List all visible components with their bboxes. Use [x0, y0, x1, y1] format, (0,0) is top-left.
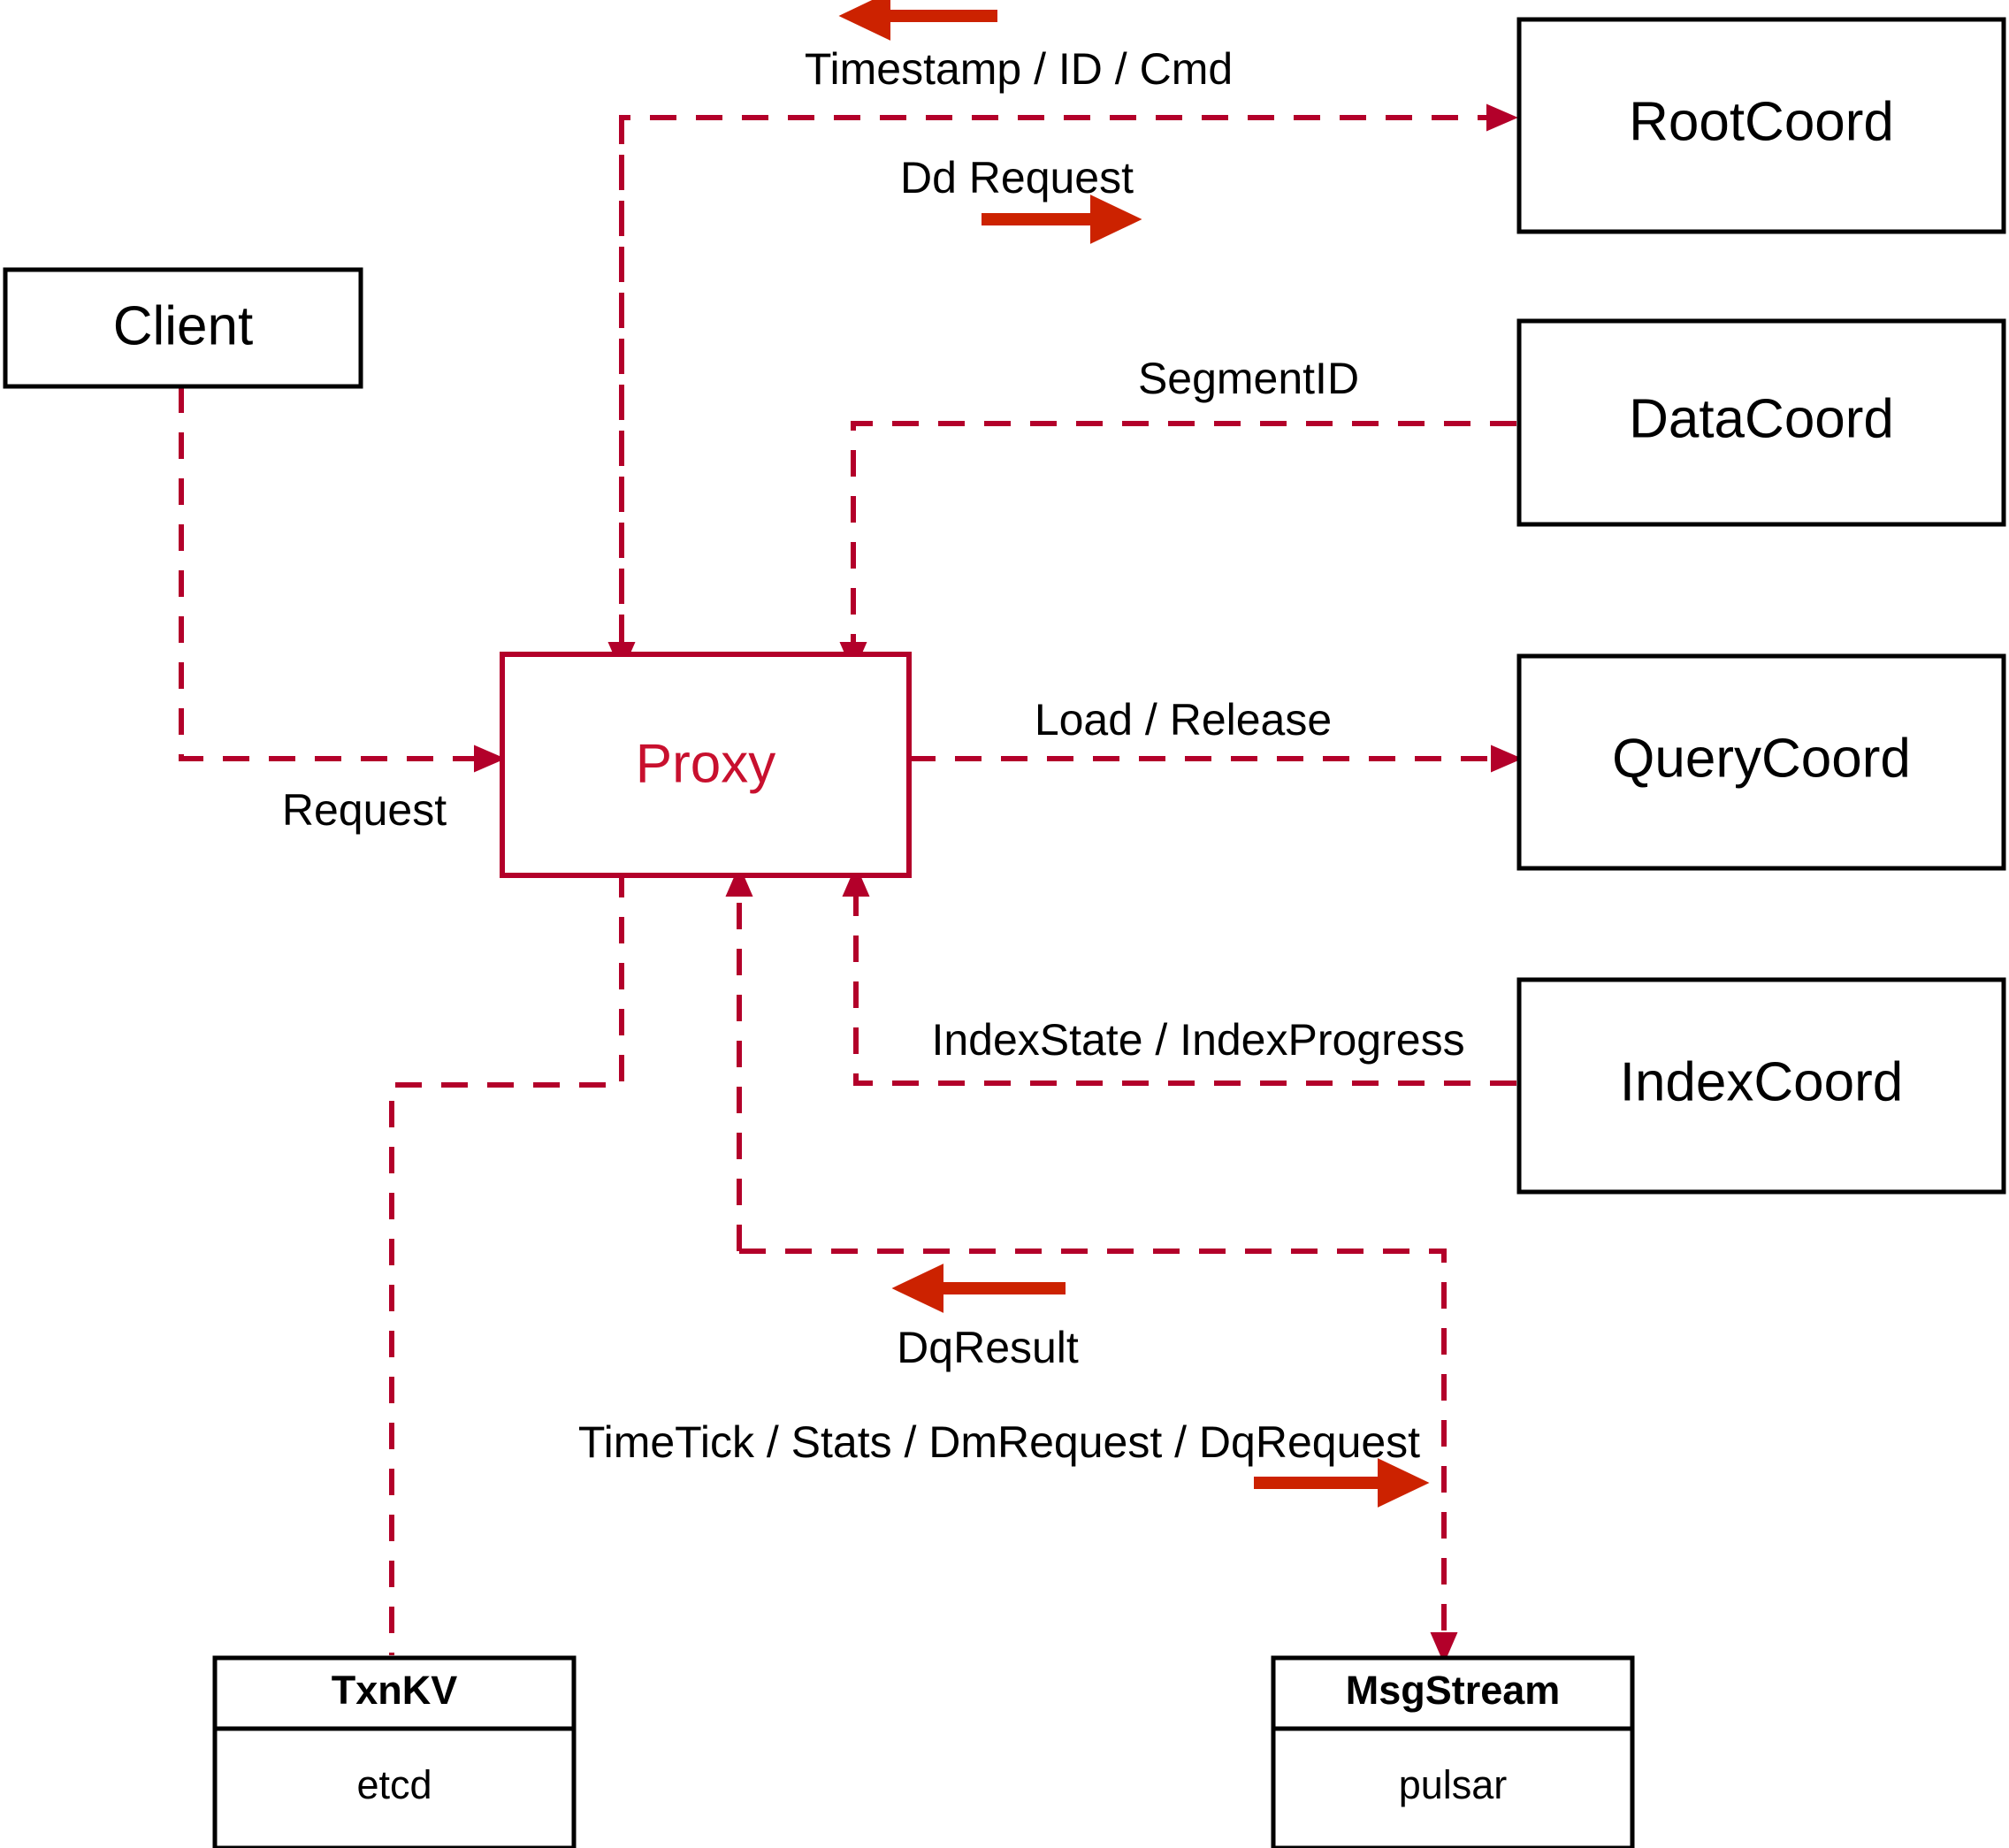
txnkv-title: TxnKV — [332, 1668, 458, 1713]
node-rootcoord[interactable]: RootCoord — [1516, 17, 2006, 234]
edge-rootcoord — [607, 103, 1518, 871]
edge-label-request: Request — [282, 785, 447, 835]
edge-label-dd-request: Dd Request — [900, 153, 1134, 202]
querycoord-label: QueryCoord — [1612, 728, 1911, 789]
edge-msgstream-write — [739, 1249, 1458, 1664]
client-label: Client — [113, 295, 254, 356]
txnkv-impl: etcd — [356, 1762, 432, 1807]
msgstream-impl: pulsar — [1399, 1762, 1508, 1807]
edge-label-load-release: Load / Release — [1035, 695, 1332, 745]
edge-label-timetick-stats-dm-dq: TimeTick / Stats / DmRequest / DqRequest — [578, 1417, 1420, 1467]
proxy-label: Proxy — [636, 733, 775, 794]
edge-label-index-state-progress: IndexState / IndexProgress — [931, 1015, 1464, 1065]
node-client[interactable]: Client — [3, 267, 363, 389]
edge-indexcoord — [842, 865, 1516, 1086]
msgstream-title: MsgStream — [1346, 1668, 1561, 1713]
node-msgstream[interactable]: MsgStream pulsar — [1271, 1655, 1635, 1848]
edge-txnkv — [389, 871, 624, 1655]
indexcoord-label: IndexCoord — [1620, 1051, 1904, 1112]
node-indexcoord[interactable]: IndexCoord — [1516, 977, 2006, 1195]
node-querycoord[interactable]: QueryCoord — [1516, 653, 2006, 871]
edge-datacoord — [839, 421, 1516, 674]
rootcoord-label: RootCoord — [1629, 91, 1894, 152]
edge-label-segment-id: SegmentID — [1138, 354, 1359, 403]
node-datacoord[interactable]: DataCoord — [1516, 318, 2006, 527]
edge-label-timestamp-id-cmd: Timestamp / ID / Cmd — [805, 44, 1233, 94]
node-txnkv[interactable]: TxnKV etcd — [212, 1655, 577, 1848]
node-proxy[interactable]: Proxy — [500, 652, 912, 878]
edge-label-dqresult: DqResult — [897, 1323, 1079, 1372]
datacoord-label: DataCoord — [1629, 388, 1894, 449]
edge-request — [179, 386, 506, 773]
